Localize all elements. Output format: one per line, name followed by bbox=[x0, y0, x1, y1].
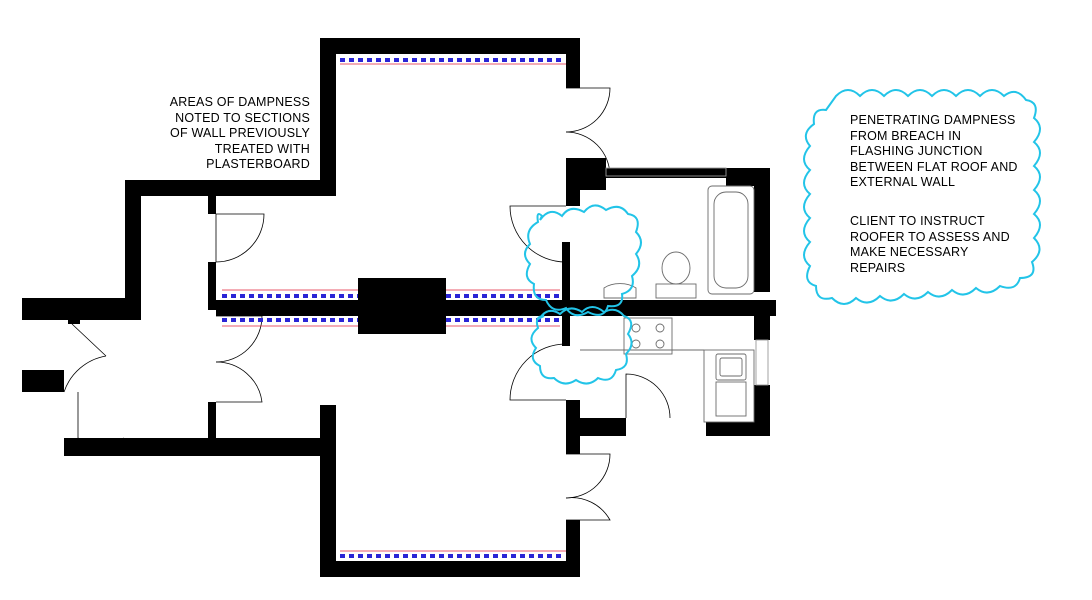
wall-left-lower-jamb bbox=[64, 438, 78, 456]
door-swing-bottom-1 bbox=[565, 453, 611, 499]
drainer-icon bbox=[715, 381, 747, 417]
toilet-cistern-icon bbox=[655, 283, 697, 299]
wall-inner-jamb-2 bbox=[208, 262, 216, 310]
wall-inner-jamb-1 bbox=[208, 196, 216, 214]
wall-entrance-jamb bbox=[68, 318, 80, 324]
door-swing-entrance-arc bbox=[77, 392, 125, 445]
wall-bath-left-stub bbox=[566, 178, 580, 206]
roof-cause-note: PENETRATING DAMPNESS FROM BREACH IN FLAS… bbox=[850, 113, 1018, 189]
wall-kitchen-right bbox=[754, 316, 770, 340]
wall-left-lower-horizontal bbox=[64, 438, 336, 456]
wall-top-wing-left bbox=[320, 38, 336, 194]
wall-bottom-wing-left bbox=[320, 405, 336, 577]
wall-kitchen-bottom bbox=[706, 422, 770, 436]
wall-entrance-top bbox=[22, 298, 141, 320]
door-swing-left-2 bbox=[215, 315, 263, 363]
roof-action-note: CLIENT TO INSTRUCT ROOFER TO ASSESS AND … bbox=[850, 214, 1010, 275]
wall-top-wing-right bbox=[566, 38, 580, 88]
wall-chimney-block bbox=[358, 278, 446, 334]
damp-markers bbox=[222, 58, 566, 558]
walls bbox=[22, 38, 776, 577]
attention-cloud-kitchen bbox=[530, 306, 633, 385]
door-swing-left-3 bbox=[215, 361, 263, 403]
door-swing-left-1 bbox=[215, 213, 265, 263]
toilet-bowl-icon bbox=[661, 251, 691, 285]
wall-bath-topright bbox=[726, 168, 770, 186]
wall-left-upper-vertical bbox=[125, 180, 141, 320]
wall-bottom-wing-bottom bbox=[320, 561, 580, 577]
sink-icon bbox=[715, 353, 747, 381]
wall-kitchen-bottom-left bbox=[566, 418, 626, 436]
wall-bath-right bbox=[754, 168, 770, 292]
window-bathroom bbox=[605, 167, 727, 177]
attention-cloud-bathroom bbox=[524, 204, 642, 317]
hob-ring-2 bbox=[655, 323, 665, 333]
wall-spine-lower bbox=[216, 308, 776, 316]
wall-entrance-stub bbox=[22, 370, 64, 392]
wall-spine-upper bbox=[216, 300, 776, 308]
bath-icon bbox=[707, 185, 755, 295]
hob-ring-3 bbox=[631, 339, 641, 349]
wall-inner-jamb-3 bbox=[208, 402, 216, 440]
hob-ring-4 bbox=[655, 339, 665, 349]
hob-icon bbox=[623, 317, 673, 355]
door-swing-kitchen bbox=[625, 373, 671, 419]
wall-left-upper-horizontal bbox=[125, 180, 336, 196]
worktop bbox=[703, 349, 755, 423]
door-swing-entrance bbox=[71, 323, 107, 357]
wall-top-wing-top bbox=[320, 38, 580, 54]
fixtures bbox=[580, 167, 769, 423]
sink-bowl bbox=[719, 357, 743, 377]
wall-kitchen-left-lower bbox=[566, 400, 580, 452]
door-swing-top-1 bbox=[565, 87, 611, 133]
door-swing-entrance-arc-2 bbox=[63, 355, 107, 393]
hob-ring-1 bbox=[631, 323, 641, 333]
revision-clouds bbox=[524, 89, 1041, 385]
wall-bath-top bbox=[566, 168, 770, 178]
bath-inner bbox=[713, 191, 749, 289]
door-swing-right-lower bbox=[509, 343, 567, 401]
basin-icon bbox=[603, 283, 637, 299]
wall-partition-vertical bbox=[562, 242, 570, 346]
dampness-note: AREAS OF DAMPNESS NOTED TO SECTIONS OF W… bbox=[169, 95, 310, 171]
door-swing-bottom-2 bbox=[565, 497, 611, 521]
attention-cloud-note bbox=[803, 89, 1041, 305]
wall-partition-lower bbox=[566, 440, 580, 454]
wall-bottom-wing-right bbox=[566, 520, 580, 577]
door-swing-top-2 bbox=[565, 131, 611, 177]
door-swing-right-upper bbox=[509, 205, 567, 263]
window-kitchen bbox=[755, 339, 769, 386]
